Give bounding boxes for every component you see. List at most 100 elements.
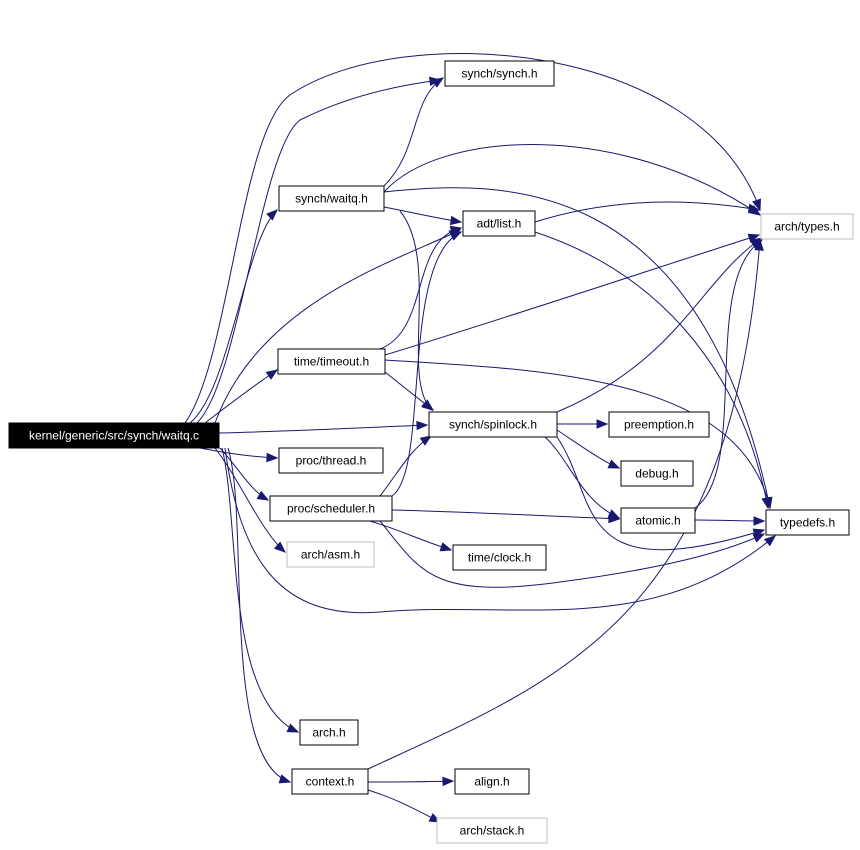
edge-waitq_c-to-thread_h bbox=[199, 447, 279, 463]
edge-line bbox=[224, 447, 776, 614]
node-scheduler-h[interactable]: proc/scheduler.h bbox=[269, 495, 393, 522]
arrowhead bbox=[442, 776, 455, 787]
node-box bbox=[620, 460, 694, 487]
edge-waitq_c-to-arch_types_h bbox=[184, 53, 761, 424]
arrowhead bbox=[752, 533, 766, 543]
edge-scheduler_h-to-clock_h bbox=[369, 520, 453, 552]
edge-line bbox=[534, 201, 760, 223]
edge-line bbox=[534, 231, 769, 509]
node-label: arch/stack.h bbox=[460, 824, 525, 838]
arrowhead bbox=[416, 420, 429, 431]
arrowhead bbox=[431, 77, 445, 88]
edge-line bbox=[391, 231, 462, 497]
node-typedefs-h[interactable]: typedefs.h bbox=[765, 509, 850, 536]
node-box bbox=[620, 507, 696, 534]
edge-line bbox=[184, 53, 761, 424]
node-box bbox=[277, 348, 386, 375]
node-waitq-c[interactable]: kernel/generic/src/synch/waitq.c bbox=[8, 422, 220, 449]
arrowhead bbox=[753, 516, 766, 526]
edge-line bbox=[367, 789, 441, 823]
arrowhead bbox=[265, 369, 279, 380]
node-preemption-h[interactable]: preemption.h bbox=[608, 411, 710, 438]
arrowhead bbox=[256, 490, 270, 501]
edge-spinlock_h-to-preemption_h bbox=[557, 419, 609, 429]
node-timeout-h[interactable]: time/timeout.h bbox=[277, 348, 386, 375]
edge-context_h-to-align_h bbox=[367, 776, 455, 787]
edge-waitq_h-to-list_h bbox=[383, 206, 463, 226]
node-box bbox=[452, 544, 547, 571]
edge-line bbox=[367, 780, 454, 783]
node-thread-h[interactable]: proc/thread.h bbox=[278, 447, 384, 474]
edge-line bbox=[379, 227, 462, 350]
node-list-h[interactable]: adt/list.h bbox=[462, 210, 536, 237]
edge-waitq_c-to-spinlock_h bbox=[218, 420, 429, 434]
node-box bbox=[462, 210, 536, 237]
arrowhead bbox=[449, 231, 463, 241]
edge-line bbox=[544, 436, 620, 519]
edge-line bbox=[556, 237, 763, 413]
arrowhead bbox=[596, 419, 609, 429]
node-label: debug.h bbox=[635, 467, 678, 481]
arrowhead bbox=[607, 459, 621, 469]
edge-list_h-to-arch_types_h bbox=[534, 201, 761, 223]
edge-spinlock_h-to-arch_types_h bbox=[556, 237, 764, 413]
edge-line bbox=[399, 210, 433, 411]
edge-line bbox=[367, 239, 761, 770]
edge-waitq_h-to-arch_types_h bbox=[383, 144, 762, 216]
node-atomic-h[interactable]: atomic.h bbox=[620, 507, 696, 534]
node-label: arch/asm.h bbox=[301, 548, 360, 562]
edge-waitq_h-to-spinlock_h bbox=[399, 210, 433, 411]
node-label: adt/list.h bbox=[477, 217, 522, 231]
edge-line bbox=[214, 229, 461, 424]
node-label: time/timeout.h bbox=[294, 355, 369, 369]
node-label: typedefs.h bbox=[780, 516, 835, 530]
edge-waitq_c-to-typedefs_h bbox=[224, 447, 777, 614]
edge-atomic_h-to-typedefs_h bbox=[694, 516, 766, 526]
edge-scheduler_h-to-typedefs_h bbox=[379, 520, 766, 588]
node-arch-types-h[interactable]: arch/types.h bbox=[760, 213, 854, 240]
edge-line bbox=[384, 234, 760, 356]
edge-timeout_h-to-typedefs_h bbox=[384, 359, 773, 510]
node-waitq-h[interactable]: synch/waitq.h bbox=[278, 185, 385, 212]
node-spinlock-h[interactable]: synch/spinlock.h bbox=[428, 411, 558, 438]
node-clock-h[interactable]: time/clock.h bbox=[452, 544, 547, 571]
node-arch-asm-h[interactable]: arch/asm.h bbox=[286, 541, 375, 568]
edge-timeout_h-to-spinlock_h bbox=[384, 371, 435, 411]
edge-waitq_c-to-scheduler_h bbox=[219, 447, 270, 501]
arrowhead bbox=[421, 399, 435, 411]
node-arch-stack-h[interactable]: arch/stack.h bbox=[436, 817, 548, 844]
node-label: kernel/generic/src/synch/waitq.c bbox=[29, 429, 199, 443]
arrowhead bbox=[763, 535, 777, 547]
edge-line bbox=[379, 520, 765, 588]
node-debug-h[interactable]: debug.h bbox=[620, 460, 694, 487]
node-label: time/clock.h bbox=[468, 551, 531, 565]
edge-line bbox=[199, 447, 278, 459]
node-align-h[interactable]: align.h bbox=[454, 768, 530, 795]
edge-timeout_h-to-list_h bbox=[379, 225, 463, 350]
arrowhead bbox=[449, 215, 463, 226]
arrowhead bbox=[266, 452, 279, 463]
edge-scheduler_h-to-atomic_h bbox=[391, 509, 621, 524]
edge-line bbox=[384, 359, 771, 509]
node-box bbox=[436, 817, 548, 844]
edge-line bbox=[369, 520, 452, 551]
edge-line bbox=[383, 77, 444, 187]
node-label: context.h bbox=[306, 775, 355, 789]
edge-waitq_h-to-synch_h bbox=[383, 77, 445, 187]
arrowhead bbox=[419, 435, 433, 446]
node-context-h[interactable]: context.h bbox=[291, 768, 369, 795]
node-box bbox=[299, 719, 359, 746]
edge-line bbox=[391, 509, 620, 520]
node-label: arch.h bbox=[312, 726, 345, 740]
edge-waitq_c-to-timeout_h bbox=[204, 369, 279, 424]
edge-line bbox=[218, 424, 428, 434]
node-arch-h[interactable]: arch.h bbox=[299, 719, 359, 746]
edge-waitq_c-to-waitq_h bbox=[189, 209, 278, 424]
edge-scheduler_h-to-list_h bbox=[391, 231, 463, 497]
edge-waitq_c-to-context_h bbox=[227, 447, 292, 784]
node-synch-h[interactable]: synch/synch.h bbox=[444, 60, 555, 87]
arrowhead bbox=[278, 774, 292, 784]
edge-line bbox=[383, 206, 462, 223]
edge-line bbox=[214, 447, 286, 553]
arrowhead bbox=[273, 541, 287, 553]
